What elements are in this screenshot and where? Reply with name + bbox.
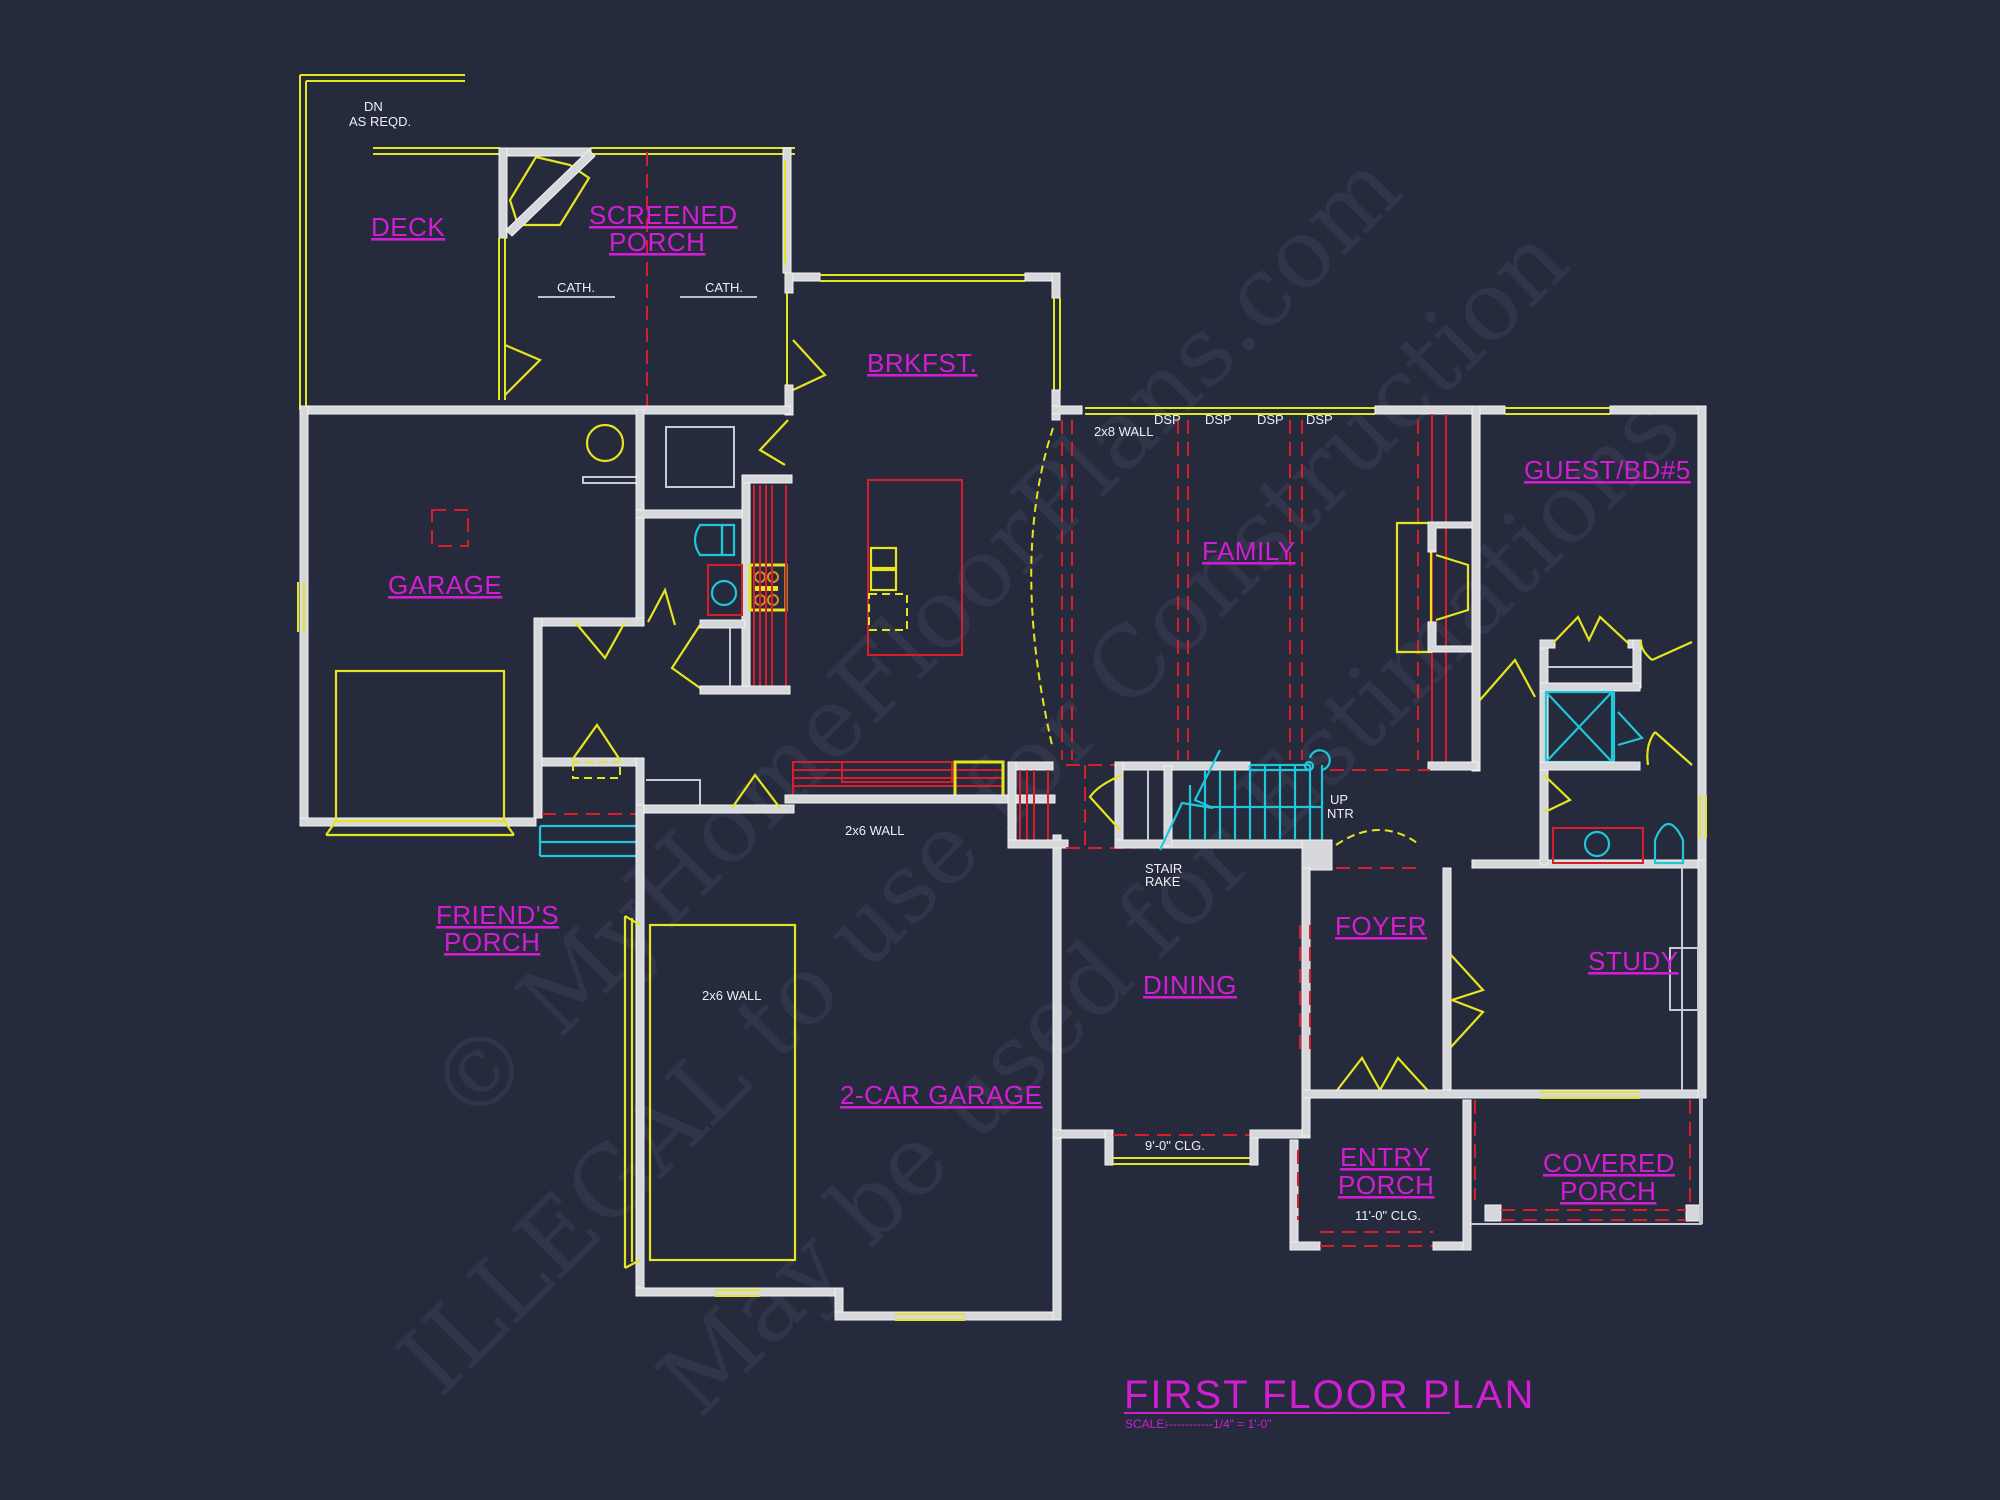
note-rake: RAKE <box>1145 874 1181 889</box>
note-stair: STAIR <box>1145 861 1182 876</box>
brkfst-outline <box>784 272 1061 804</box>
foyer-study-outline <box>1299 859 1707 1099</box>
room-label-garage: GARAGE <box>388 570 502 600</box>
note-2x8-wall: 2x8 WALL <box>1094 424 1154 439</box>
room-label-family: FAMILY <box>1202 536 1296 566</box>
note-cath-left: CATH. <box>557 280 595 295</box>
watermark-line-3: May be used for Estimations <box>637 372 1702 1437</box>
room-label-entry-porch-2: PORCH <box>1338 1170 1434 1200</box>
two-car-garage-outline <box>623 804 1062 1321</box>
room-label-brkfst: BRKFST. <box>867 348 977 378</box>
plan-title: FIRST FLOOR PLAN <box>1124 1373 1535 1417</box>
plan-notes: DN AS REQD. CATH. CATH. 2x8 WALL DSP DSP… <box>349 99 1421 1223</box>
garage-outline <box>297 405 791 837</box>
room-label-screened-porch-2: PORCH <box>609 227 705 257</box>
room-labels: DECK SCREENED PORCH BRKFST. GARAGE FAMIL… <box>371 200 1691 1206</box>
title-block: FIRST FLOOR PLAN SCALE: ------------1/4"… <box>1124 1373 1535 1431</box>
screened-porch-outline <box>498 147 795 408</box>
note-up: UP <box>1330 792 1348 807</box>
room-label-dining: DINING <box>1143 970 1237 1000</box>
note-dsp-1: DSP <box>1154 412 1181 427</box>
room-label-covered-porch-2: PORCH <box>1560 1176 1656 1206</box>
room-label-entry-porch-1: ENTRY <box>1340 1142 1430 1172</box>
room-label-two-car-garage: 2-CAR GARAGE <box>840 1080 1043 1110</box>
note-cath-right: CATH. <box>705 280 743 295</box>
entry-covered-porch-outline <box>1289 1097 1703 1251</box>
note-2x6-wall-garage: 2x6 WALL <box>702 988 762 1003</box>
note-entry-clg: 11'-0" CLG. <box>1355 1208 1421 1223</box>
scale-value: ------------1/4" = 1'-0" <box>1165 1417 1271 1431</box>
note-2x6-wall-top: 2x6 WALL <box>845 823 905 838</box>
note-dining-clg: 9'-0" CLG. <box>1145 1138 1205 1153</box>
note-dsp-2: DSP <box>1205 412 1232 427</box>
room-label-covered-porch-1: COVERED <box>1543 1148 1675 1178</box>
room-label-friends-porch-1: FRIEND'S <box>436 900 559 930</box>
room-label-friends-porch-2: PORCH <box>444 927 540 957</box>
stair-hall-outline <box>1007 749 1430 871</box>
scale-label: SCALE: <box>1125 1417 1168 1431</box>
room-label-screened-porch-1: SCREENED <box>589 200 737 230</box>
watermark-line-2: ILLEGAL to use for Construction <box>377 204 1589 1416</box>
note-dsp-4: DSP <box>1306 412 1333 427</box>
family-outline <box>1051 405 1706 772</box>
room-label-deck: DECK <box>371 212 445 242</box>
note-ntr: NTR <box>1327 806 1354 821</box>
dining-outline <box>1052 867 1311 1166</box>
note-dn: DN <box>364 99 383 114</box>
deck-outline <box>299 74 500 410</box>
note-as-reqd: AS REQD. <box>349 114 411 129</box>
note-dsp-3: DSP <box>1257 412 1284 427</box>
room-label-study: STUDY <box>1588 946 1679 976</box>
room-label-foyer: FOYER <box>1335 911 1427 941</box>
guest-outline <box>1471 405 1707 869</box>
room-label-guest: GUEST/BD#5 <box>1524 455 1691 485</box>
watermark: © MyHomeFloorPlans.com ILLEGAL to use fo… <box>377 131 1702 1436</box>
